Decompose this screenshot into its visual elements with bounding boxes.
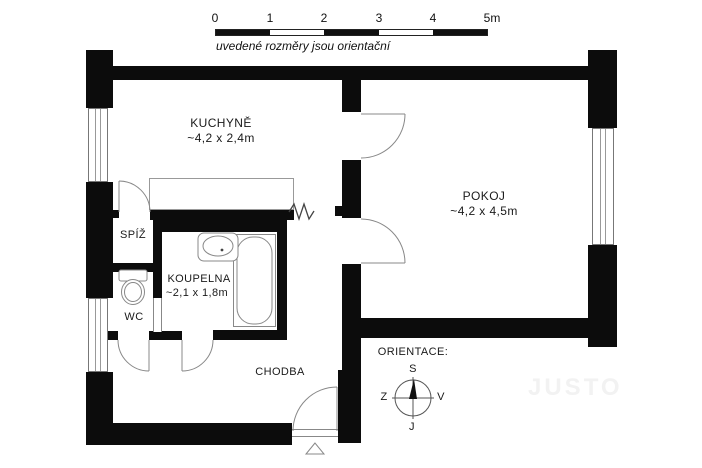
- scale-seg: [432, 30, 488, 35]
- room-dims-pokoj: ~4,2 x 4,5m: [450, 204, 518, 218]
- bathtub-icon: [236, 236, 273, 325]
- compass-label-west: Z: [380, 391, 388, 403]
- compass-label-south: J: [409, 421, 415, 433]
- room-label-chodba: CHODBA: [255, 366, 305, 378]
- kitchen-counter: [149, 178, 294, 210]
- wall-left-mid: [86, 182, 113, 298]
- partition-wc-koupelna: [153, 298, 162, 332]
- sink-drain: [220, 248, 224, 252]
- wall-koupelna-bottom: [213, 330, 277, 340]
- wall-pier-top-left: [86, 50, 113, 108]
- window-pane: [100, 299, 101, 371]
- wall-flue-notch: [335, 206, 342, 216]
- room-label-kuchyne: KUCHYNĚ: [190, 116, 252, 130]
- compass-label-orientace: ORIENTACE:: [377, 346, 449, 358]
- entrance-triangle-icon: [304, 442, 326, 455]
- wall-center-b: [342, 160, 361, 218]
- compass-label-north: S: [409, 363, 417, 375]
- compass-needle-icon: [409, 379, 417, 399]
- scale-tick-5m: 5m: [483, 11, 501, 25]
- wall-koupelna-top: [153, 220, 287, 232]
- compass: [392, 377, 434, 419]
- scale-seg: [378, 30, 433, 35]
- wall-wc-left-stub: [108, 331, 118, 340]
- scale-seg: [324, 30, 379, 35]
- window-right-pokoj: [592, 128, 614, 245]
- wall-pokoj-bottom: [361, 318, 588, 338]
- room-label-wc: WC: [124, 311, 144, 323]
- scale-tick-1: 1: [266, 11, 274, 25]
- scale-tick-4: 4: [429, 11, 437, 25]
- wall-wc-koupelna-stub: [149, 331, 182, 340]
- room-dims-kuchyne: ~4,2 x 2,4m: [187, 131, 255, 145]
- zigzag-symbol: [288, 201, 315, 222]
- window-pane: [100, 109, 101, 181]
- wall-spiz-wc-divider: [112, 263, 155, 272]
- wall-center-c: [342, 264, 361, 424]
- window-pane: [600, 129, 601, 244]
- scale-bar: [215, 29, 488, 36]
- room-label-koupelna: KOUPELNA: [167, 273, 231, 285]
- wall-koupelna-right: [277, 232, 287, 340]
- wall-kitchen-bottom: [150, 210, 294, 220]
- sink-icon: [197, 232, 239, 262]
- toilet-bowl-icon: [121, 279, 145, 305]
- window-pane: [95, 109, 96, 181]
- compass-label-east: V: [437, 391, 445, 403]
- wall-spiz-top-stub: [113, 210, 119, 218]
- door-arc-pokoj-2: [360, 218, 406, 264]
- wall-center-a: [342, 79, 361, 112]
- entrance-threshold: [292, 429, 338, 437]
- scale-tick-3: 3: [375, 11, 383, 25]
- watermark: JUSTO: [528, 374, 623, 401]
- door-arc-spiz: [118, 180, 151, 213]
- room-label-pokoj: POKOJ: [462, 189, 506, 203]
- door-arc-wc: [117, 339, 150, 372]
- door-arc-koupelna: [181, 339, 214, 372]
- wall-top: [112, 66, 617, 80]
- wall-bottom: [113, 423, 292, 445]
- room-label-spiz: SPÍŽ: [119, 229, 147, 241]
- wall-pier-top-right: [588, 50, 617, 128]
- door-arc-entrance: [292, 386, 338, 432]
- wall-pier-bottom-left: [86, 372, 113, 445]
- room-dims-koupelna: ~2,1 x 1,8m: [165, 287, 229, 299]
- scale-tick-0: 0: [211, 11, 219, 25]
- window-left-lower: [88, 298, 108, 372]
- disclaimer-note: uvedené rozměry jsou orientační: [216, 39, 391, 53]
- scale-tick-2: 2: [320, 11, 328, 25]
- window-pane: [95, 299, 96, 371]
- window-pane: [605, 129, 606, 244]
- wall-pier-bottom-right: [588, 245, 617, 347]
- window-left-upper: [88, 108, 108, 182]
- wall-spiz-koupelna: [153, 232, 162, 298]
- door-arc-pokoj-1: [360, 113, 406, 159]
- scale-seg: [270, 30, 325, 35]
- sink-basin: [202, 235, 234, 257]
- scale-seg: [216, 30, 271, 35]
- toilet-bowl-inner: [124, 282, 142, 302]
